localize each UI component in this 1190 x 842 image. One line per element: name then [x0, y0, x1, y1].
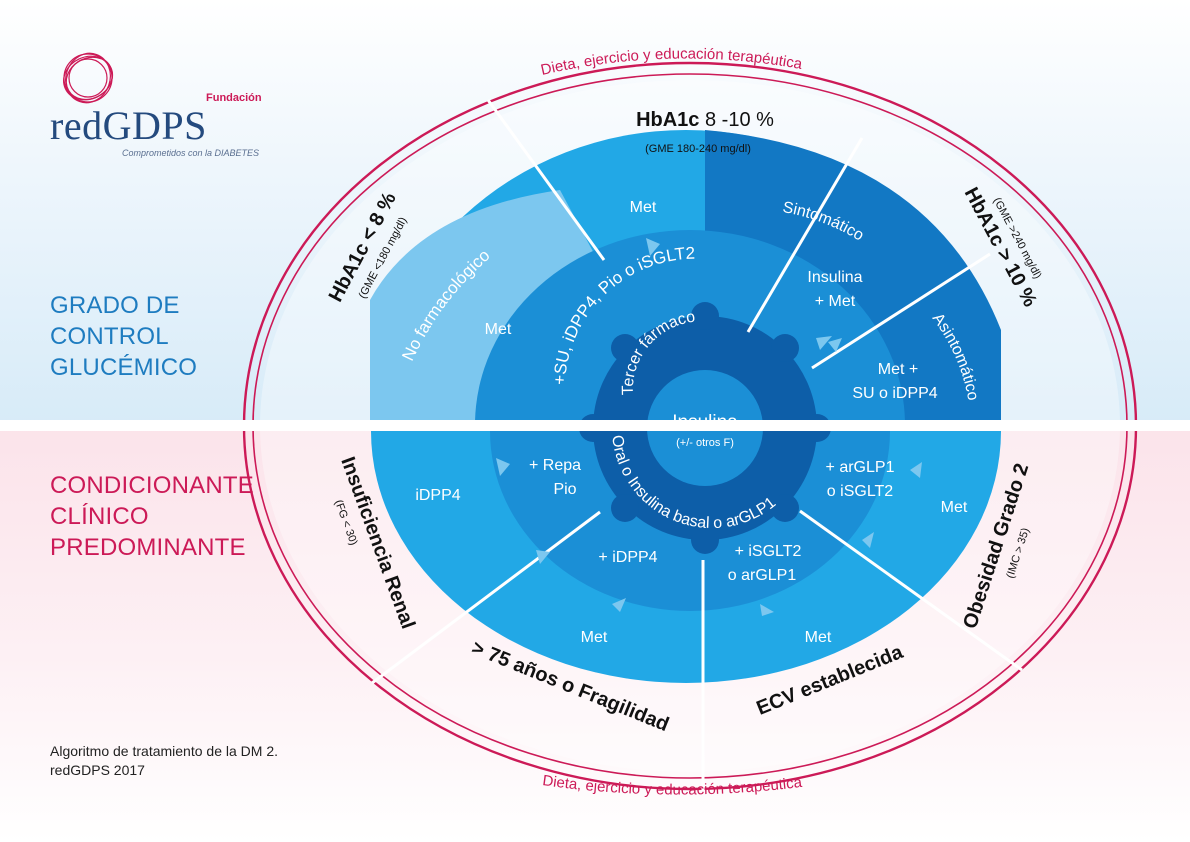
repa-line2: Pio	[553, 481, 576, 498]
redgdps-logo: Fundación redGDPS Comprometidos con la D…	[50, 48, 262, 168]
grado-line-1: GRADO DE	[50, 292, 180, 319]
caption-line-1: Algoritmo de tratamiento de la DM 2.	[50, 743, 278, 759]
met-bottom-left-label: Met	[581, 629, 608, 646]
arrows	[462, 238, 922, 616]
condicionante-line-3: PREDOMINANTE	[50, 534, 246, 561]
horizontal-divider	[0, 420, 1190, 431]
met-plus-line1: Met +	[878, 361, 918, 378]
segment-dividers	[371, 99, 1023, 790]
logo-name-text: redGDPS	[50, 103, 207, 148]
condicionante-line-1: CONDICIONANTE	[50, 472, 254, 499]
insulina-met-line1: Insulina	[807, 269, 862, 286]
caption-line-2: redGDPS 2017	[50, 762, 145, 778]
grado-line-3: GLUCÉMICO	[50, 354, 198, 381]
idpp4-left-label: iDPP4	[415, 487, 460, 504]
repa-line1: + Repa	[529, 457, 581, 474]
insulina-center-label: Insulina	[672, 412, 738, 433]
isglt2-line2: o arGLP1	[728, 567, 797, 584]
hba1c-mid-sub: (GME 180-240 mg/dl)	[645, 143, 751, 155]
met-left-label: Met	[485, 321, 512, 338]
condicionante-title: CONDICIONANTE CLÍNICO PREDOMINANTE	[50, 470, 254, 563]
met-bottom-right-label: Met	[805, 629, 832, 646]
logo-fundacion-text: Fundación	[206, 92, 262, 104]
met-plus-line2: SU o iDPP4	[852, 385, 937, 402]
isglt2-line1: + iSGLT2	[735, 543, 802, 560]
arglp1-line1: + arGLP1	[826, 459, 895, 476]
hba1c-mid-title: HbA1c 8 -10 %	[636, 109, 774, 131]
condicionante-line-2: CLÍNICO	[50, 503, 149, 530]
diet-text-bottom: Dieta, ejercicio y educación terapéutica	[541, 772, 803, 798]
grado-control-title: GRADO DE CONTROL GLUCÉMICO	[50, 290, 197, 383]
met-right-label: Met	[941, 499, 968, 516]
insulina-met-line2: + Met	[815, 293, 856, 310]
grado-line-2: CONTROL	[50, 323, 169, 350]
diagram-caption: Algoritmo de tratamiento de la DM 2. red…	[50, 742, 278, 780]
insulina-center-sub: (+/- otros F)	[676, 437, 734, 449]
logo-circle-icon	[63, 52, 114, 104]
arglp1-line2: o iSGLT2	[827, 483, 894, 500]
plus-idpp4-label: + iDPP4	[598, 549, 657, 566]
gear-teeth	[579, 302, 831, 554]
met-top-label: Met	[630, 199, 657, 216]
logo-tagline-text: Comprometidos con la DIABETES	[122, 148, 260, 158]
